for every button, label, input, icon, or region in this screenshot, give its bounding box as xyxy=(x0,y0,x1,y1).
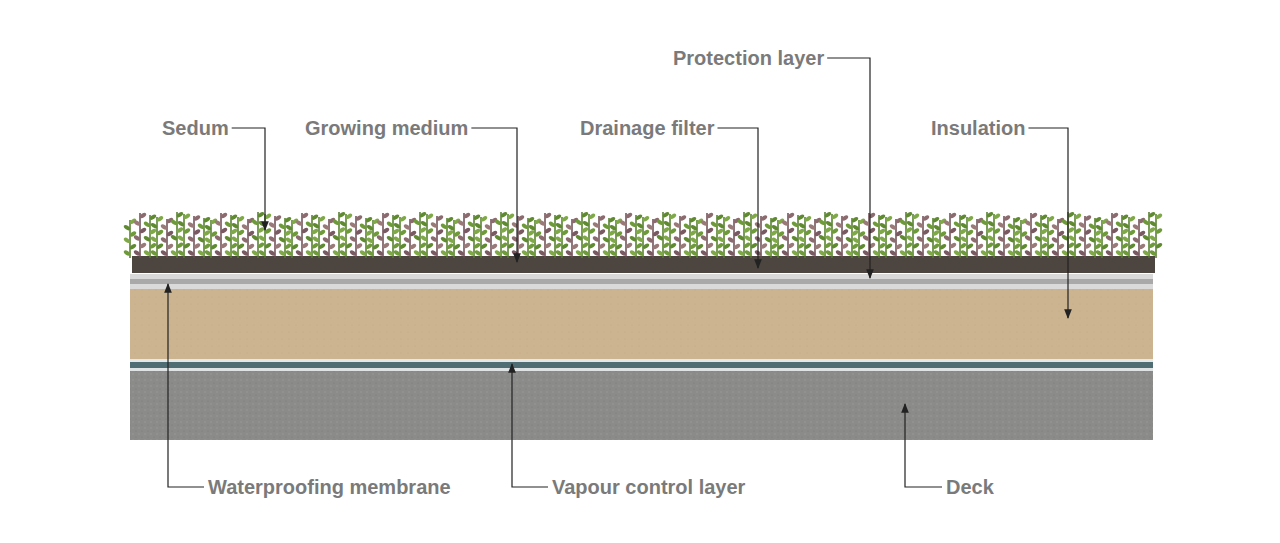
membrane-edge xyxy=(130,284,1153,289)
leader-line xyxy=(827,58,870,278)
layer-label: Deck xyxy=(946,475,994,499)
layer-label: Protection layer xyxy=(673,46,824,70)
leader-line xyxy=(717,128,758,268)
deck-band xyxy=(130,371,1153,440)
layer-label: Sedum xyxy=(162,116,229,140)
vcl-edge xyxy=(130,359,1153,362)
vcl-edge xyxy=(130,368,1153,371)
layer-label: Drainage filter xyxy=(580,116,714,140)
membrane-band xyxy=(130,279,1153,284)
layer-label: Waterproofing membrane xyxy=(208,475,451,499)
leader-line xyxy=(905,404,942,487)
sedum-plants xyxy=(123,211,1163,258)
leader-line xyxy=(512,364,548,487)
insulation-band xyxy=(130,289,1153,359)
layer-label: Insulation xyxy=(931,116,1025,140)
layer-label: Vapour control layer xyxy=(552,475,745,499)
protection-band xyxy=(130,274,1153,279)
growing-medium-band xyxy=(132,256,1155,273)
vapour-layer-band xyxy=(130,362,1153,368)
leader-line xyxy=(1028,128,1068,318)
layer-label: Growing medium xyxy=(305,116,468,140)
leader-line xyxy=(168,284,204,487)
leader-line xyxy=(232,128,265,230)
leader-line xyxy=(471,128,517,262)
